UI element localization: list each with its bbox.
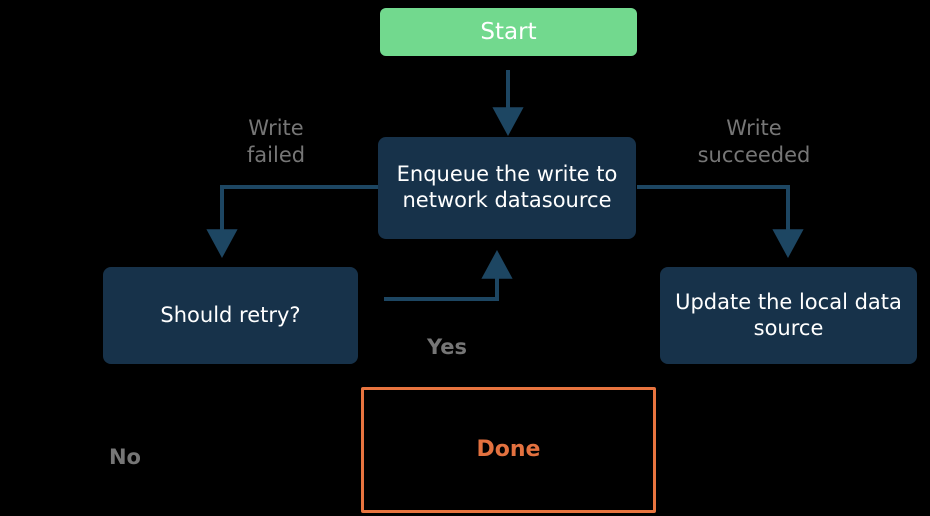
edge-label-write-succeeded: Write succeeded: [697, 116, 811, 167]
edge-label-write-failed: Write failed: [246, 116, 306, 167]
node-start[interactable]: Start: [380, 8, 637, 56]
node-enqueue-label: Enqueue the write to network datasource: [396, 162, 618, 212]
node-enqueue-write[interactable]: Enqueue the write to network datasource: [378, 137, 636, 239]
node-update-label: Update the local data source: [675, 289, 902, 340]
node-start-label: Start: [480, 18, 537, 45]
node-should-retry-label: Should retry?: [160, 302, 301, 327]
edge-label-no: No: [108, 445, 141, 469]
node-done[interactable]: Done: [361, 387, 656, 513]
edge-enqueue-to-retry: [206, 185, 378, 258]
node-done-label: Done: [476, 436, 541, 462]
node-should-retry[interactable]: Should retry?: [103, 267, 358, 364]
edge-label-yes: Yes: [426, 335, 468, 359]
edge-enqueue-to-update: [637, 185, 804, 258]
node-update-local-datasource[interactable]: Update the local data source: [660, 267, 917, 364]
edge-retry-to-enqueue: [384, 250, 513, 301]
